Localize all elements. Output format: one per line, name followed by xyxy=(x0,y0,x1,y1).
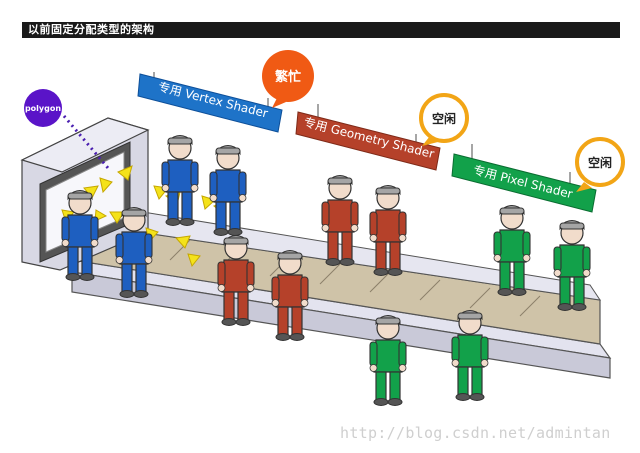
status-bubble-pixel: 空闲 xyxy=(575,137,625,192)
status-text-vertex: 繁忙 xyxy=(275,69,301,85)
diagram-title: 以前固定分配类型的架构 xyxy=(28,23,155,36)
status-bubble-geometry: 空闲 xyxy=(419,93,469,146)
title-bar: 以前固定分配类型的架构 xyxy=(22,22,620,38)
polygon-label: polygon xyxy=(25,104,61,113)
stage-banner-geometry: 专用 Geometry Shader xyxy=(295,104,441,171)
stage-banner-pixel: 专用 Pixel Shader xyxy=(451,144,597,213)
watermark: http://blog.csdn.net/admintan xyxy=(340,424,611,442)
status-text-geometry: 空闲 xyxy=(432,111,456,126)
status-bubble-vertex: 繁忙 xyxy=(262,50,314,108)
stage-banner-vertex: 专用 Vertex Shader xyxy=(137,72,283,133)
polygon-badge: polygon xyxy=(24,89,62,127)
status-text-pixel: 空闲 xyxy=(588,155,612,170)
